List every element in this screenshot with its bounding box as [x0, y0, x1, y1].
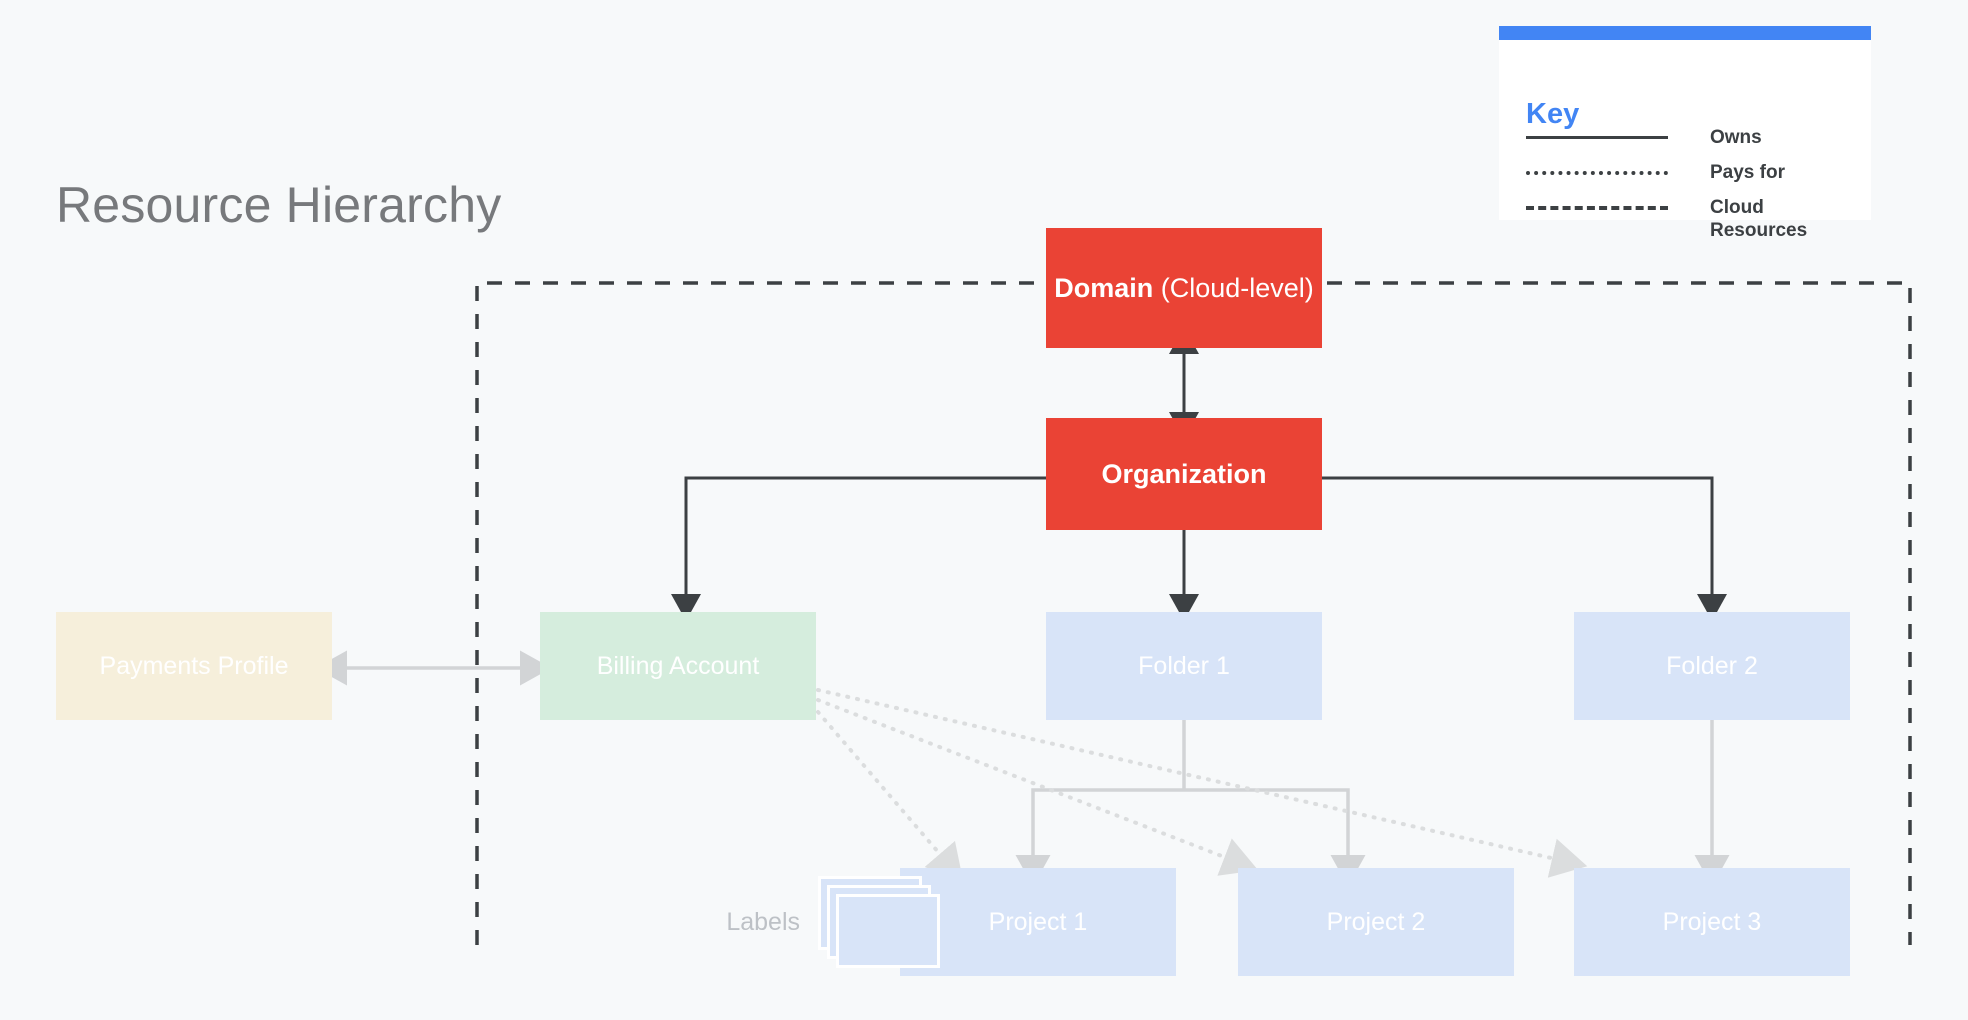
labels-card-stack[interactable] — [818, 876, 940, 968]
node-folder2[interactable]: Folder 2 — [1574, 612, 1850, 720]
edge-billing-account-project2 — [816, 698, 1259, 876]
key-label-cloud-resources: Cloud Resources — [1710, 197, 1808, 242]
key-label-owns: Owns — [1710, 127, 1762, 148]
node-folder1-label: Folder 1 — [1138, 652, 1230, 680]
node-billing-account-label: Billing Account — [596, 652, 760, 680]
node-domain-label-regular: (Cloud-level) — [1153, 272, 1314, 303]
dotted-line-icon — [1526, 161, 1668, 183]
edge-organization-billing-account — [671, 476, 1046, 621]
node-organization[interactable]: Organization — [1046, 418, 1322, 530]
dashed-line-icon — [1526, 196, 1668, 218]
key-row-pays-for: Pays for — [1526, 161, 1856, 184]
node-folder2-label: Folder 2 — [1666, 652, 1758, 680]
edge-folder1-project2 — [1184, 788, 1366, 887]
node-payments-profile[interactable]: Payments Profile — [56, 612, 332, 720]
key-title: Key — [1526, 98, 1580, 130]
label-card-front — [836, 894, 940, 968]
node-folder1[interactable]: Folder 1 — [1046, 612, 1322, 720]
edge-organization-folder2 — [1322, 476, 1727, 621]
key-row-owns: Owns — [1526, 126, 1856, 149]
labels-caption: Labels — [726, 908, 800, 936]
solid-line-icon — [1526, 126, 1668, 148]
node-project1[interactable]: Project 1 — [900, 868, 1176, 976]
page-title: Resource Hierarchy — [56, 177, 502, 233]
node-domain-label: Domain (Cloud-level) — [1054, 272, 1314, 304]
key-panel: Key Owns Pays for Cloud Resources — [1499, 26, 1871, 241]
key-row-cloud-resources: Cloud Resources — [1526, 196, 1856, 242]
node-project2[interactable]: Project 2 — [1238, 868, 1514, 976]
edge-billing-account-project1 — [816, 710, 964, 882]
node-organization-label: Organization — [1101, 458, 1267, 489]
node-project2-label: Project 2 — [1326, 908, 1426, 936]
node-project1-label: Project 1 — [988, 908, 1088, 936]
node-domain[interactable]: Domain (Cloud-level) — [1046, 228, 1322, 348]
edge-folder1-project1 — [1015, 788, 1184, 887]
node-billing-account[interactable]: Billing Account — [540, 612, 816, 720]
node-project3-label: Project 3 — [1662, 908, 1762, 936]
key-panel-accent-bar — [1499, 26, 1871, 40]
node-payments-profile-label: Payments Profile — [99, 652, 289, 680]
node-project3[interactable]: Project 3 — [1574, 868, 1850, 976]
node-domain-label-strong: Domain — [1054, 272, 1154, 303]
key-label-pays-for: Pays for — [1710, 162, 1785, 183]
